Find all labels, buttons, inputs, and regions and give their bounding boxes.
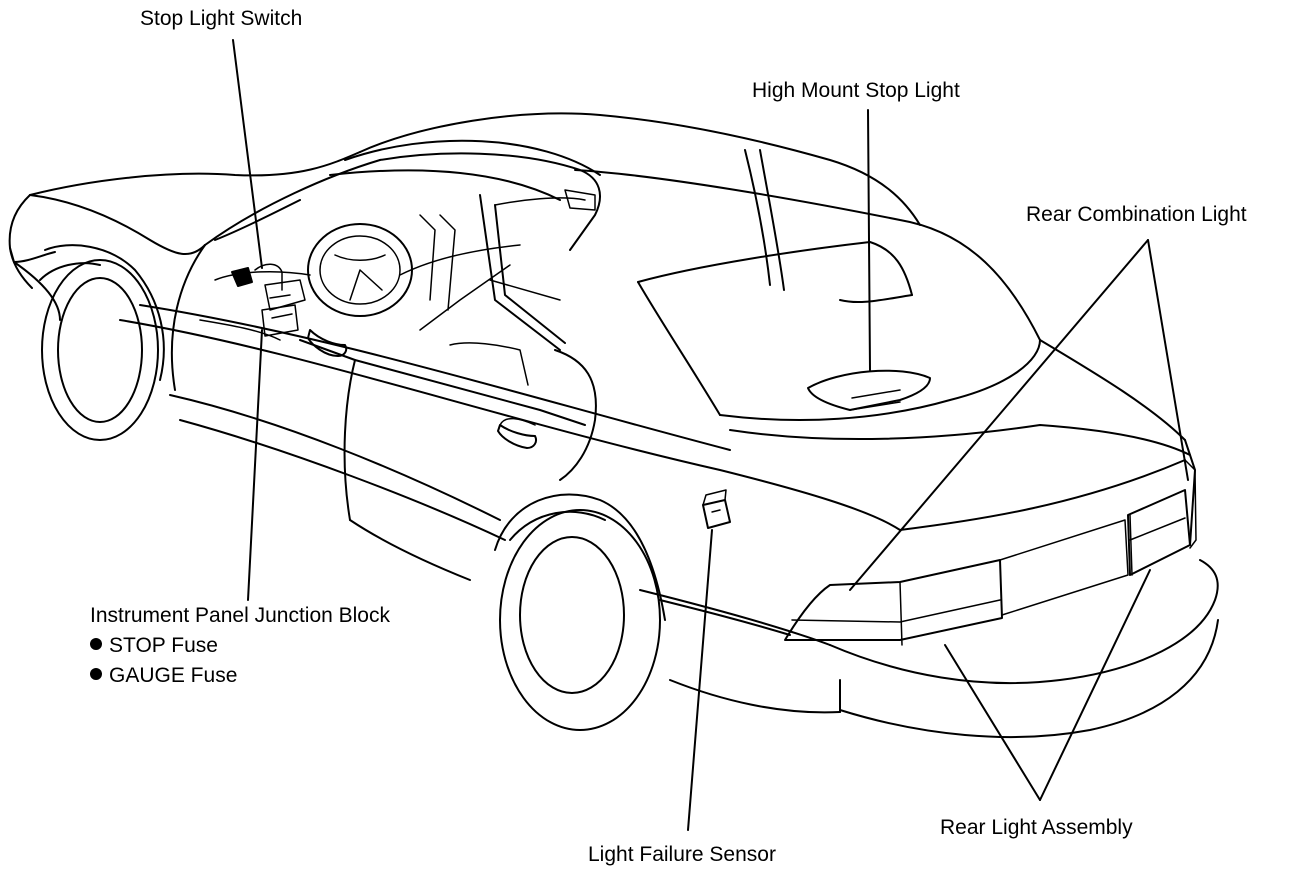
- bullet-icon: [90, 668, 102, 680]
- label-instrument-panel-junction-block: Instrument Panel Junction Block: [90, 604, 390, 627]
- junction-block-item-label: STOP Fuse: [109, 634, 218, 657]
- leader-junction-block: [247, 329, 263, 601]
- label-rear-light-assembly: Rear Light Assembly: [940, 816, 1133, 839]
- leader-rear-light-assembly-left: [944, 644, 1041, 801]
- label-rear-combination-light: Rear Combination Light: [1026, 203, 1247, 226]
- label-stop-light-switch: Stop Light Switch: [140, 7, 303, 30]
- leader-rear-light-assembly-right: [1039, 569, 1151, 801]
- bullet-icon: [90, 638, 102, 650]
- leader-lines: [232, 39, 1189, 831]
- junction-block-item-gauge-fuse: GAUGE Fuse: [90, 665, 237, 686]
- junction-block-item-label: GAUGE Fuse: [109, 664, 238, 687]
- leader-high-mount-stop-light: [867, 109, 871, 371]
- junction-block-item-stop-fuse: STOP Fuse: [90, 635, 218, 656]
- leader-rear-combination-light-right: [1147, 239, 1189, 481]
- leader-rear-combination-light-left: [849, 239, 1149, 591]
- leader-stop-light-switch: [232, 39, 263, 269]
- leader-light-failure-sensor: [687, 529, 713, 831]
- label-light-failure-sensor: Light Failure Sensor: [588, 843, 776, 866]
- label-high-mount-stop-light: High Mount Stop Light: [752, 79, 960, 102]
- car-body: [8, 112, 1219, 739]
